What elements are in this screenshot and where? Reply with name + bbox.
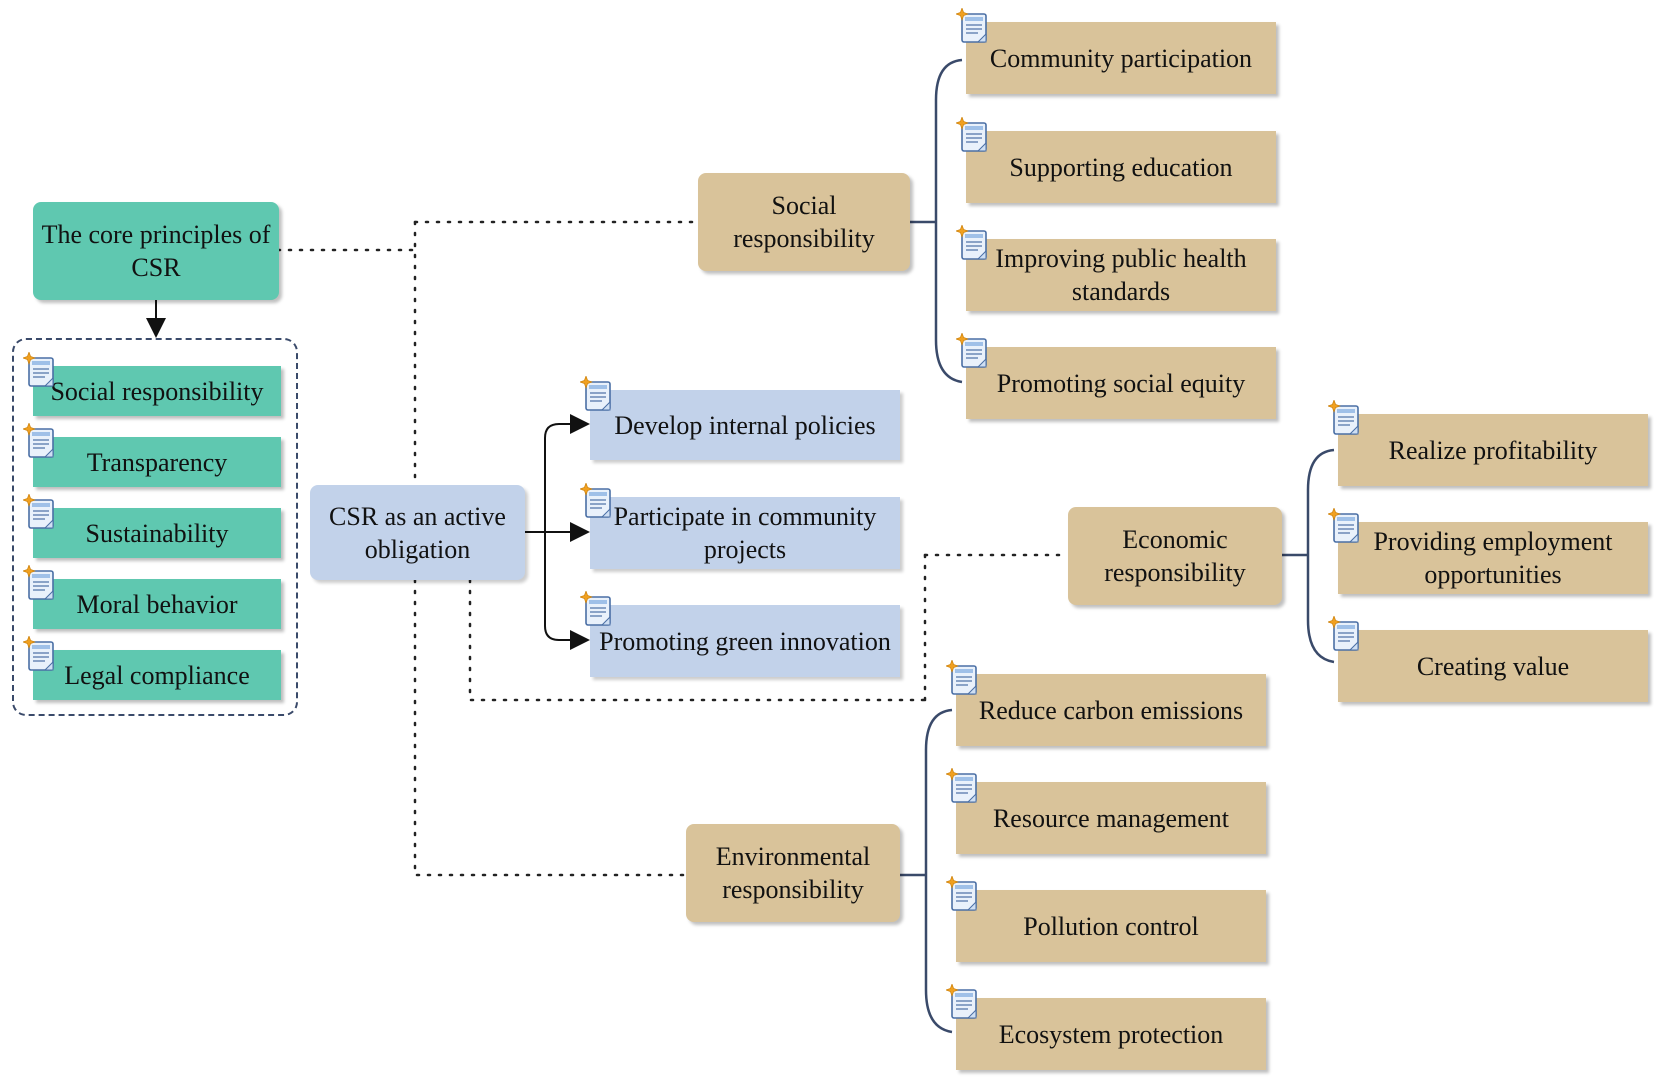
social-item-supporting-education: Supporting education <box>966 131 1276 203</box>
env-item-resource-management: Resource management <box>956 782 1266 854</box>
document-icon <box>23 636 57 672</box>
document-icon <box>23 423 57 459</box>
social-brace <box>910 58 963 384</box>
social-responsibility-node: Social responsibility <box>698 173 910 271</box>
star-icon <box>956 225 969 238</box>
environmental-responsibility-node: Environmental responsibility <box>686 824 900 922</box>
star-icon <box>23 636 36 649</box>
star-icon <box>580 591 593 604</box>
document-icon <box>946 768 980 804</box>
principle-legal-compliance: Legal compliance <box>33 650 281 700</box>
action-connectors <box>525 414 590 650</box>
document-icon <box>946 984 980 1020</box>
economic-item-employment: Providing employment opportunities <box>1338 522 1648 594</box>
star-icon <box>23 565 36 578</box>
social-item-social-equity: Promoting social equity <box>966 347 1276 419</box>
principle-social-responsibility: Social responsibility <box>33 366 281 416</box>
document-icon <box>956 117 990 153</box>
csr-active-obligation: CSR as an active obligation <box>310 485 525 580</box>
star-icon <box>23 352 36 365</box>
env-item-reduce-carbon: Reduce carbon emissions <box>956 674 1266 746</box>
star-icon <box>580 483 593 496</box>
document-icon <box>23 565 57 601</box>
principle-moral-behavior: Moral behavior <box>33 579 281 629</box>
core-principles-title-text: The core principles of CSR <box>41 220 271 282</box>
document-icon <box>956 333 990 369</box>
environmental-brace <box>900 708 953 1034</box>
star-icon <box>1328 616 1341 629</box>
star-icon <box>956 333 969 346</box>
star-icon <box>946 984 959 997</box>
social-item-public-health: Improving public health standards <box>966 239 1276 311</box>
action-develop-internal-policies: Develop internal policies <box>590 390 900 460</box>
document-icon <box>956 225 990 261</box>
economic-brace <box>1282 448 1335 664</box>
core-principles-title: The core principles of CSR <box>33 202 279 300</box>
social-item-community-participation: Community participation <box>966 22 1276 94</box>
env-item-ecosystem-protection: Ecosystem protection <box>956 998 1266 1070</box>
star-icon <box>956 8 969 21</box>
star-icon <box>946 660 959 673</box>
star-icon <box>580 376 593 389</box>
star-icon <box>956 117 969 130</box>
economic-item-realize-profitability: Realize profitability <box>1338 414 1648 486</box>
star-icon <box>946 876 959 889</box>
document-icon <box>23 494 57 530</box>
star-icon <box>946 768 959 781</box>
document-icon <box>956 8 990 44</box>
principles-group <box>12 338 298 716</box>
star-icon <box>23 423 36 436</box>
document-icon <box>580 483 614 519</box>
principle-transparency: Transparency <box>33 437 281 487</box>
economic-responsibility-node: Economic responsibility <box>1068 507 1282 605</box>
principle-sustainability: Sustainability <box>33 508 281 558</box>
action-participate-community-projects: Participate in community projects <box>590 497 900 569</box>
document-icon <box>580 591 614 627</box>
document-icon <box>1328 508 1362 544</box>
economic-item-creating-value: Creating value <box>1338 630 1648 702</box>
document-icon <box>23 352 57 388</box>
star-icon <box>1328 508 1341 521</box>
document-icon <box>946 876 980 912</box>
document-icon <box>1328 400 1362 436</box>
dotted-connectors <box>276 220 1070 877</box>
document-icon <box>580 376 614 412</box>
star-icon <box>23 494 36 507</box>
document-icon <box>946 660 980 696</box>
env-item-pollution-control: Pollution control <box>956 890 1266 962</box>
action-promoting-green-innovation: Promoting green innovation <box>590 605 900 677</box>
star-icon <box>1328 400 1341 413</box>
document-icon <box>1328 616 1362 652</box>
